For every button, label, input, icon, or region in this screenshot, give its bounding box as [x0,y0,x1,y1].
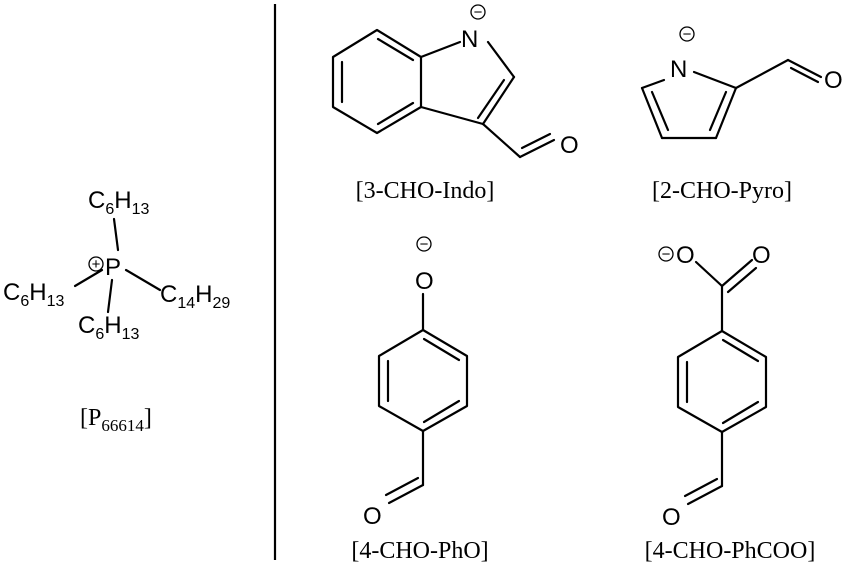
pyrrole-bond-c2-n [692,70,738,90]
indole-inner-bond-c2-c3 [476,78,506,120]
phenoxide-inner-bond-3 [422,399,461,424]
phenoxide-negative-charge-circle [416,236,432,252]
carboxylate-bond-c-o-double-2 [726,266,758,294]
pyrrole-negative-charge-sign: − [683,26,692,43]
carboxylate-inner-bond-1 [721,338,760,363]
bond-p-right [124,268,162,292]
indole-bond-n-c2 [486,40,516,79]
carboxylate-anionic-oxygen: O [676,242,695,269]
anion-label-2-cho-pyro: [2-CHO-Pyro] [652,178,792,204]
phenoxide-oxygen: O [415,268,434,295]
indole-inner-bond-1 [376,37,415,62]
phenoxide-inner-bond-1 [422,337,461,362]
anion-label-3-cho-indo: [3-CHO-Indo] [356,178,495,204]
anion-4-cho-pho: − O O [4-CHO-PhO] [351,236,488,564]
indole-nitrogen: N [461,26,478,53]
anion-2-cho-pyro: O N − [2-CHO-Pyro] [640,26,843,204]
pyrrole-bond-c-o-2 [789,66,820,84]
bond-p-bottom [106,278,114,314]
indole-benzene-ring [331,28,423,135]
pyrrole-nitrogen: N [670,56,687,83]
pyrrole-bond-c3-c2 [714,86,738,140]
anion-4-cho-phcoo: − O O O [4-CHO-PhCOO] [645,242,816,564]
anion-label-4-cho-phcoo: [4-CHO-PhCOO] [645,538,816,564]
pyrrole-bond-n-c5 [640,78,666,90]
indole-carbonyl-oxygen: O [560,132,579,159]
indole-bond-c7a-n [419,40,462,59]
pyrrole-inner-bond-c5-c4 [650,90,670,132]
anion-3-cho-indo: O N − [3-CHO-Indo] [331,4,579,204]
pyrrole-bond-c5-c4 [640,86,664,140]
phenoxide-benzene-ring [377,328,469,433]
carboxylate-inner-bond-3 [721,400,760,425]
indole-negative-charge-sign: − [474,4,483,21]
pyrrole-bond-c-o-1 [786,58,823,79]
carboxylate-bond-c-o-double-1 [720,258,754,288]
substituent-bottom: C6H13 [78,312,139,343]
carboxylate-carbonyl-oxygen: O [752,242,771,269]
positive-charge-sign: + [92,256,101,273]
phenoxide-negative-charge-sign: − [420,236,429,253]
cation-label: [P66614] [80,405,152,435]
bond-p-top [112,217,120,252]
bond-p-left [73,268,104,288]
carboxylate-bond-c-o-single [694,260,724,288]
phenoxide-bond-c-o-2 [384,476,420,497]
positive-charge-circle [88,256,104,272]
indole-bond-c3-c3a [419,105,485,126]
carboxylate-bond-c-o-1 [686,484,724,506]
pyrrole-negative-charge-circle [679,26,695,42]
indole-negative-charge-circle [470,4,486,20]
carboxylate-negative-charge-circle [658,246,674,262]
indole-bond-c2-c3 [481,75,516,126]
anion-label-4-cho-pho: [4-CHO-PhO] [351,538,488,564]
substituent-left: C6H13 [3,279,64,310]
pyrrole-bond-c2-cho [734,58,790,90]
indole-bond-c-o-2 [520,132,552,150]
pyrrole-carbonyl-oxygen: O [824,67,843,94]
phosphorus-atom: P [105,254,121,281]
phenoxide-bond-c-o-1 [387,483,425,505]
indole-bond-c-o-1 [518,138,556,159]
cation-p66614: C6H13 + P C6H13 C14H29 C6H13 [P66614] [3,187,230,435]
carboxylate-bond-c-o-2 [683,477,719,498]
carboxylate-benzene-ring [676,329,768,434]
carboxylate-negative-charge-sign: − [662,246,671,263]
indole-inner-bond-3 [376,101,415,126]
carboxylate-aldehyde-oxygen: O [662,504,681,531]
substituent-top: C6H13 [88,187,149,218]
substituent-right: C14H29 [160,281,230,312]
indole-bond-c3-cho [481,122,522,159]
pyrrole-inner-bond-c3-c2 [708,90,728,132]
phenoxide-carbonyl-oxygen: O [363,503,382,530]
